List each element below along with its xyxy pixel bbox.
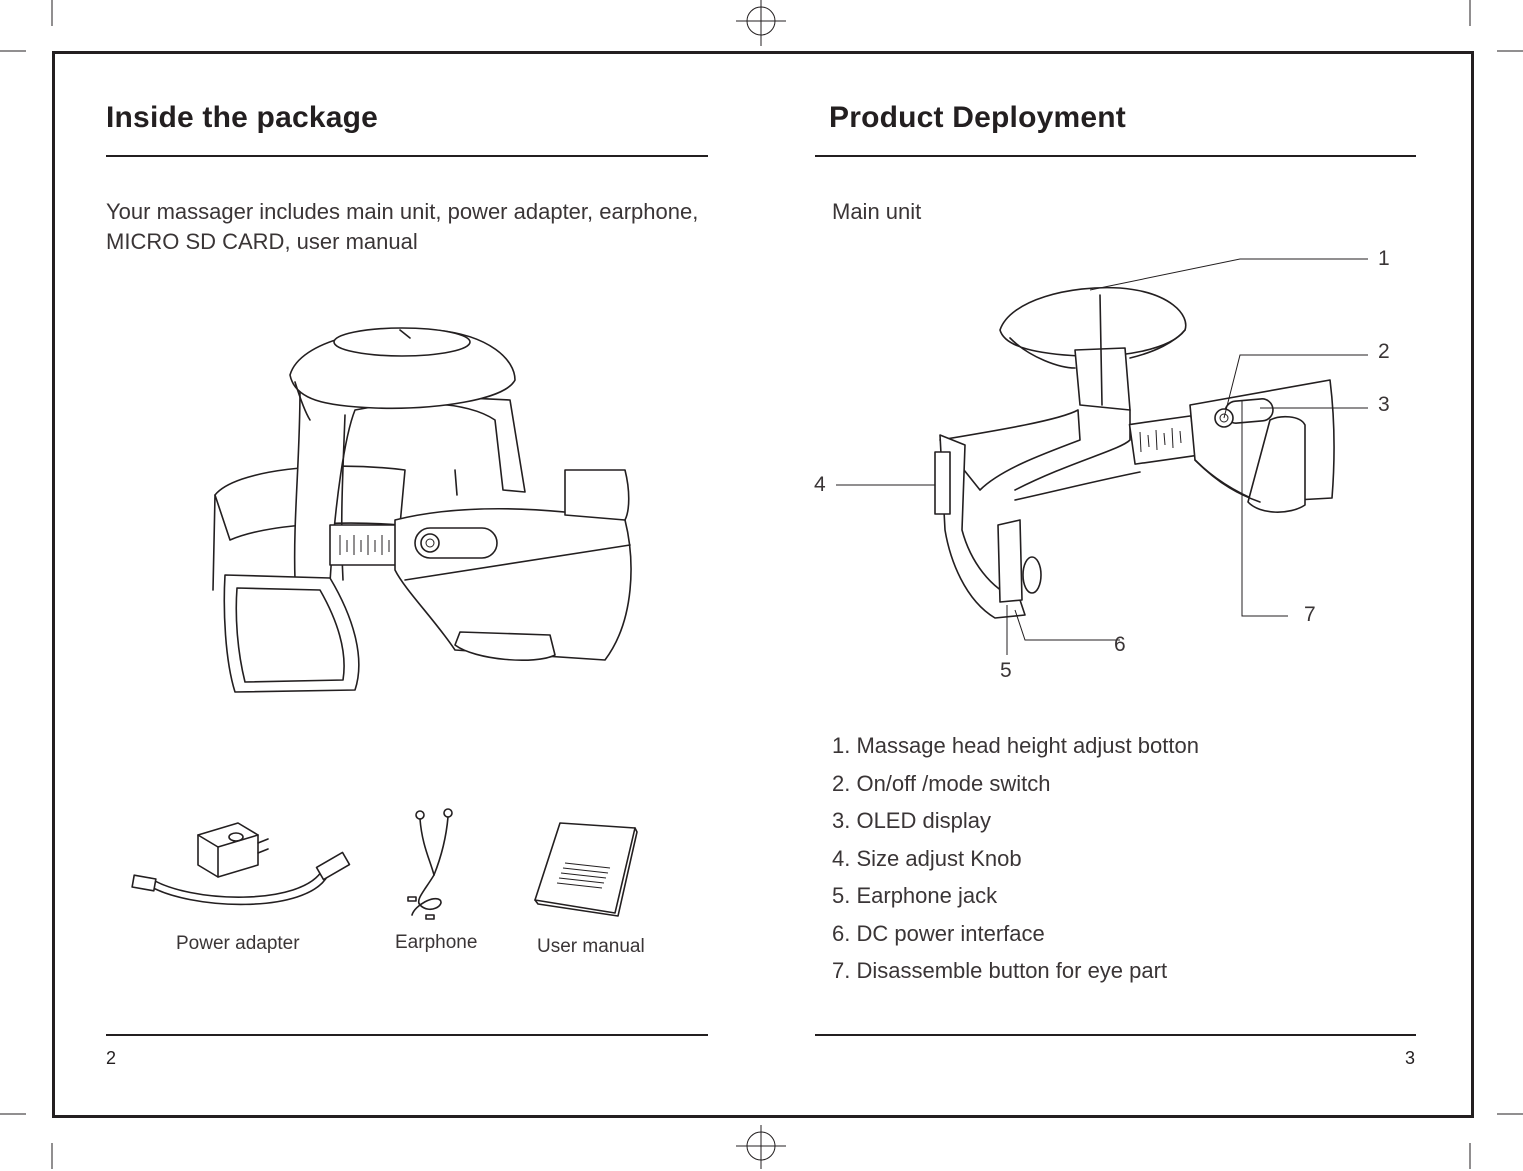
right-page-number: 3 xyxy=(1405,1048,1416,1068)
earphone-illustration xyxy=(407,808,453,920)
left-page-number: 2 xyxy=(106,1048,117,1068)
list-item: 6. DC power interface xyxy=(832,920,1045,946)
user-manual-illustration xyxy=(534,822,638,917)
caption-user-manual: User manual xyxy=(537,936,645,957)
package-intro-line1: Your massager includes main unit, power … xyxy=(106,199,699,224)
left-footer-rule xyxy=(106,1034,708,1036)
callout-6: 6 xyxy=(1114,633,1126,656)
package-intro-line2: MICRO SD CARD, user manual xyxy=(106,229,418,254)
diagram-scale-ticks xyxy=(1139,427,1182,453)
registration-mark-top-icon xyxy=(736,0,786,46)
manual-lines xyxy=(556,862,611,889)
left-title-rule xyxy=(106,155,708,157)
right-title-rule xyxy=(815,155,1416,157)
left-page-title: Inside the package xyxy=(106,101,379,134)
main-unit-subtitle: Main unit xyxy=(832,199,922,224)
callout-4: 4 xyxy=(814,473,826,496)
product-deployment-diagram xyxy=(836,258,1368,655)
list-item: 3. OLED display xyxy=(832,808,991,833)
list-item: 4. Size adjust Knob xyxy=(832,845,1022,871)
callout-7: 7 xyxy=(1304,603,1316,626)
callout-1: 1 xyxy=(1378,247,1390,270)
package-intro: Your massager includes main unit, power … xyxy=(106,197,698,257)
scale-ticks xyxy=(339,535,390,555)
list-item: 5. Earphone jack xyxy=(832,883,998,908)
right-page-title: Product Deployment xyxy=(829,101,1126,134)
callout-5: 5 xyxy=(1000,659,1012,682)
list-item: 2. On/off /mode switch xyxy=(832,770,1051,796)
massager-main-unit-illustration xyxy=(212,327,632,693)
caption-earphone: Earphone xyxy=(395,932,478,953)
power-adapter-illustration xyxy=(131,822,351,906)
registration-mark-bottom-icon xyxy=(736,1125,786,1169)
callout-3: 3 xyxy=(1378,393,1390,416)
right-footer-rule xyxy=(815,1034,1416,1036)
callout-2: 2 xyxy=(1378,340,1390,363)
caption-power-adapter: Power adapter xyxy=(176,933,300,954)
parts-list: 1. Massage head height adjust botton 2. … xyxy=(832,727,1199,990)
page-frame xyxy=(52,51,1474,1118)
list-item: 1. Massage head height adjust botton xyxy=(832,733,1199,758)
list-item: 7. Disassemble button for eye part xyxy=(832,958,1168,983)
